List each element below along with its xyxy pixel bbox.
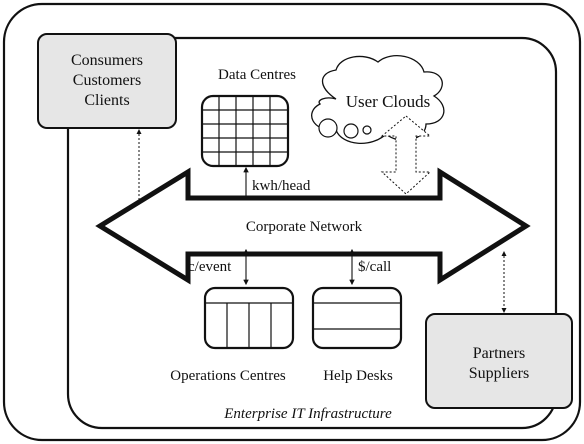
help-desk-icon <box>311 286 403 350</box>
consumers-line-1: Consumers <box>71 52 143 69</box>
infrastructure-caption: Enterprise IT Infrastructure <box>223 406 392 422</box>
corporate-network-arrow <box>95 167 531 285</box>
partners-box: Partners Suppliers <box>425 313 573 409</box>
operations-centre-icon <box>203 286 295 350</box>
partners-line-2: Suppliers <box>469 365 529 382</box>
help-desk-cost-label: $/call <box>358 259 391 275</box>
enterprise-boundary <box>66 36 558 430</box>
user-clouds-label: User Clouds <box>346 92 431 111</box>
user-cloud-double-arrow-icon <box>380 115 432 195</box>
data-centre-cost-label: kwh/head <box>252 178 311 194</box>
help-desks-label: Help Desks <box>323 368 393 384</box>
data-centres-label: Data Centres <box>218 67 296 83</box>
consumers-box: Consumers Customers Clients <box>37 33 177 129</box>
operations-centres-label: Operations Centres <box>170 368 286 384</box>
corporate-network-label: Corporate Network <box>246 219 363 235</box>
consumers-line-2: Customers <box>73 72 141 89</box>
partners-line-1: Partners <box>473 345 525 362</box>
operations-cost-label: c/event <box>188 259 232 275</box>
consumers-line-3: Clients <box>84 92 129 109</box>
data-centre-grid-icon <box>200 94 290 168</box>
